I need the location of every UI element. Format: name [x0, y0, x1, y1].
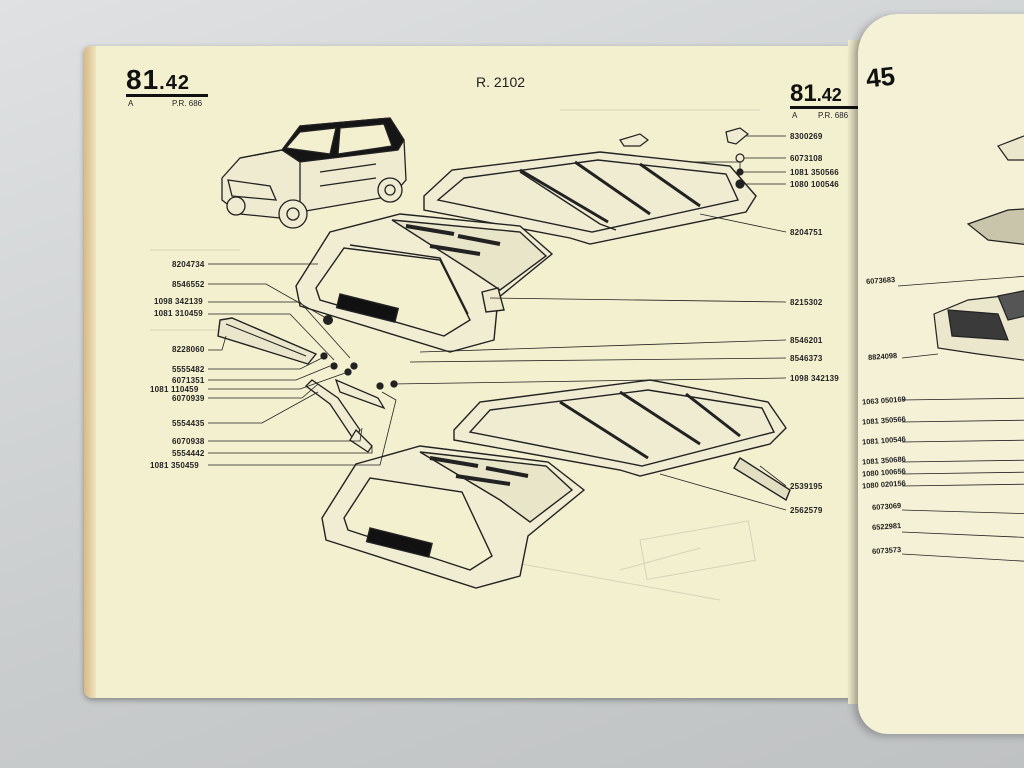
part-label-1081-110459: 1081 110459 — [150, 385, 199, 394]
part-label-8546201: 8546201 — [790, 336, 823, 345]
part-label-1098-342139: 1098 342139 — [154, 297, 203, 306]
pr-code-left: P.R. 686 — [172, 99, 203, 108]
part-label-1081-310459: 1081 310459 — [154, 309, 203, 318]
next-page-diagram — [897, 135, 1024, 562]
edition-letter-right: A — [792, 111, 798, 120]
reference-code: R. 2102 — [476, 74, 526, 90]
page-number-left: 81.42 — [126, 64, 190, 95]
page-number-45: 45 — [864, 60, 897, 94]
part-label-8204751: 8204751 — [790, 228, 823, 237]
part-label-1081-350459: 1081 350459 — [150, 461, 199, 470]
right-page — [858, 14, 1024, 734]
leader-lines-left — [208, 263, 397, 466]
part-label-6071351: 6071351 — [172, 376, 205, 385]
header-rule-right — [790, 106, 858, 109]
part-label-5554442: 5554442 — [172, 449, 205, 458]
roof-panel-upper — [423, 151, 757, 245]
part-label-6070938: 6070938 — [172, 437, 205, 446]
part-label-1098-342139-right: 1098 342139 — [790, 374, 839, 383]
part-label-6070939: 6070939 — [172, 394, 205, 403]
leader-lines-right — [391, 135, 787, 511]
hinge-parts — [305, 352, 398, 453]
edition-letter-left: A — [128, 99, 134, 108]
part-label-8546552: 8546552 — [172, 280, 205, 289]
trim-strip — [217, 317, 318, 365]
part-label-1081-350566: 1081 350566 — [790, 168, 839, 177]
part-label-1080-100546: 1080 100546 — [790, 180, 839, 189]
part-label-8204734: 8204734 — [172, 260, 205, 269]
bolt-8546552 — [323, 315, 333, 325]
part-label-8300269: 8300269 — [790, 132, 823, 141]
part-label-2539195: 2539195 — [790, 482, 823, 491]
part-label-6073108: 6073108 — [790, 154, 823, 163]
part-label-8228060: 8228060 — [172, 345, 205, 354]
rear-door-frame — [295, 213, 554, 353]
ghost-print — [150, 109, 760, 601]
header-rule-left — [126, 94, 208, 97]
pr-code-right: P.R. 686 — [818, 111, 849, 120]
part-label-8546373: 8546373 — [790, 354, 823, 363]
rear-frame-lower — [321, 445, 586, 589]
roof-clip-parts — [619, 127, 749, 189]
page-number-right: 81.42 — [790, 80, 842, 107]
roof-panel-lower — [453, 379, 791, 502]
part-label-5555482: 5555482 — [172, 365, 205, 374]
part-label-2562579: 2562579 — [790, 506, 823, 515]
car-illustration — [221, 117, 407, 229]
part-label-5554435: 5554435 — [172, 419, 205, 428]
part-label-8215302: 8215302 — [790, 298, 823, 307]
